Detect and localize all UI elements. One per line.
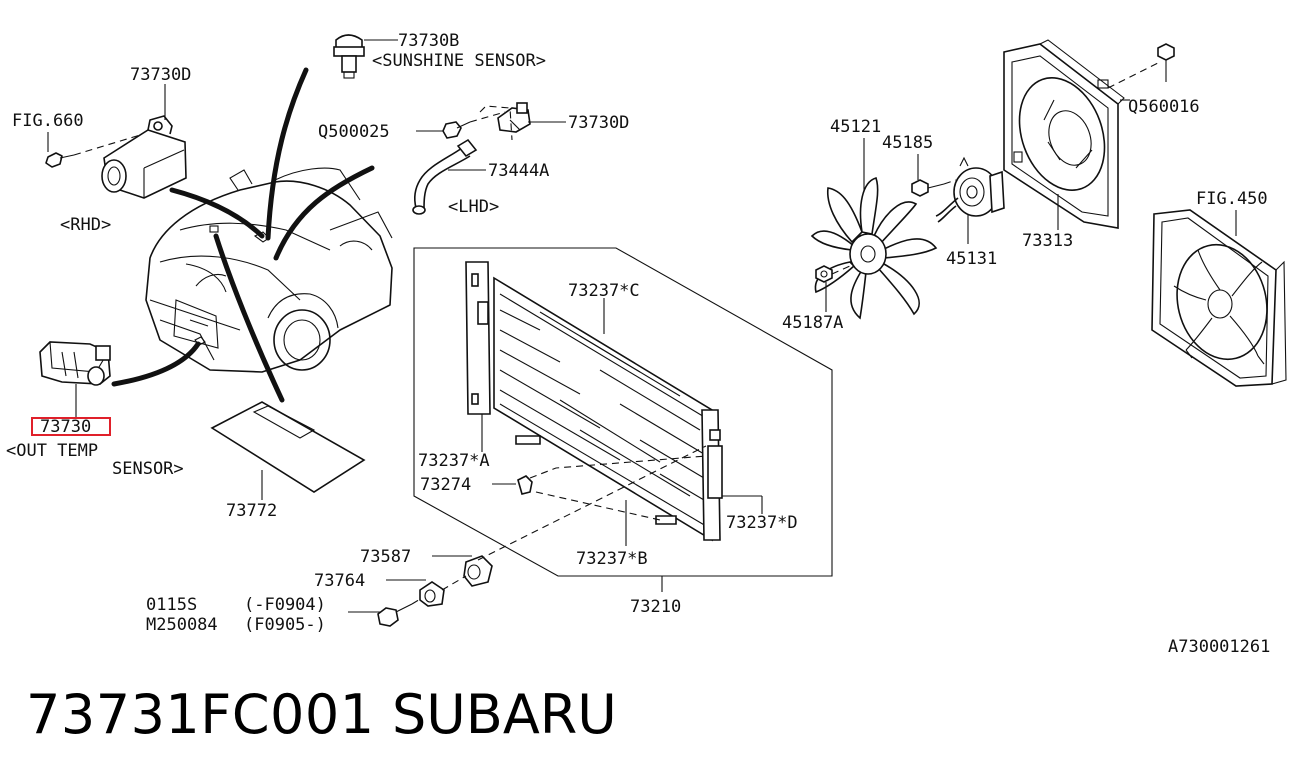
label-bolt-m250084-range: (F0905-)	[244, 615, 326, 635]
label-condenser-b: 73237*B	[576, 549, 648, 569]
footer-part-number: 73731FC001	[26, 683, 375, 746]
nut-45185[interactable]	[911, 179, 945, 197]
label-cushion-73587: 73587	[360, 547, 411, 567]
leader-outtemp-to-car	[111, 341, 201, 387]
drawing-code: A730001261	[1168, 637, 1270, 657]
seal-73772[interactable]	[210, 401, 366, 493]
label-bolt-q560016: Q560016	[1128, 97, 1200, 117]
label-rhd-sensor-part: 73730D	[130, 65, 191, 85]
condenser-assembly-frame	[413, 247, 833, 577]
label-hose-part: 73444A	[488, 161, 549, 181]
label-fig660[interactable]: FIG.660	[12, 111, 84, 131]
bolt-0115s[interactable]	[377, 603, 413, 627]
label-seal-part: 73772	[226, 501, 277, 521]
shroud-73313[interactable]	[1003, 39, 1125, 229]
label-condenser-a: 73237*A	[418, 451, 490, 471]
label-out-temp-note-2: SENSOR>	[112, 459, 184, 479]
collar-73764[interactable]	[419, 581, 445, 607]
out-temp-sensor[interactable]	[39, 341, 111, 386]
footer-brand: SUBARU	[392, 683, 617, 746]
label-fan-motor: 45131	[946, 249, 997, 269]
condenser-73237[interactable]	[465, 261, 723, 542]
leader-seal-to-car	[213, 233, 285, 403]
label-bolt-0115s-range: (-F0904)	[244, 595, 326, 615]
bolt-q560016[interactable]	[1157, 43, 1175, 82]
label-condenser-c: 73237*C	[568, 281, 640, 301]
bolt-q500025[interactable]	[442, 111, 506, 139]
label-sunshine-part: 73730B	[398, 31, 459, 51]
label-condenser-d: 73237*D	[726, 513, 798, 533]
label-fan-blade: 45121	[830, 117, 881, 137]
label-collar-73764: 73764	[314, 571, 365, 591]
label-out-temp-note-1: <OUT TEMP	[6, 441, 98, 461]
label-condenser-assy: 73210	[630, 597, 681, 617]
leader-sunshine-to-car	[265, 67, 309, 241]
leader-rhd-to-car	[169, 187, 265, 239]
label-bolt-m250084: M250084	[146, 615, 218, 635]
radiator-fan-reference	[1151, 209, 1287, 387]
highlight-box-73730	[31, 417, 111, 436]
label-lhd-sensor-part: 73730D	[568, 113, 629, 133]
fan-blade-45121[interactable]	[810, 177, 938, 320]
sunshine-sensor[interactable]	[333, 34, 398, 79]
hose-73444a[interactable]	[412, 138, 478, 215]
label-clip-73274: 73274	[420, 475, 471, 495]
label-lhd-note: <LHD>	[448, 197, 499, 217]
clip-73274[interactable]	[517, 475, 533, 495]
lhd-sensor[interactable]	[497, 102, 531, 133]
label-fig450[interactable]: FIG.450	[1196, 189, 1268, 209]
label-nut-45185: 45185	[882, 133, 933, 153]
label-shroud: 73313	[1022, 231, 1073, 251]
fan-motor-45131[interactable]	[935, 156, 1005, 223]
label-bolt-0115s: 0115S	[146, 595, 197, 615]
cushion-73587[interactable]	[463, 555, 493, 587]
label-out-temp-part[interactable]: 73730	[40, 417, 91, 437]
label-sunshine-note: <SUNSHINE SENSOR>	[372, 51, 546, 71]
nut-45187a[interactable]	[815, 265, 833, 283]
label-rhd-note: <RHD>	[60, 215, 111, 235]
label-bolt-q500025: Q500025	[318, 122, 390, 142]
rhd-sensor[interactable]	[45, 115, 187, 199]
leader-lhd-to-car	[273, 165, 375, 261]
label-nut-45187a: 45187A	[782, 313, 843, 333]
